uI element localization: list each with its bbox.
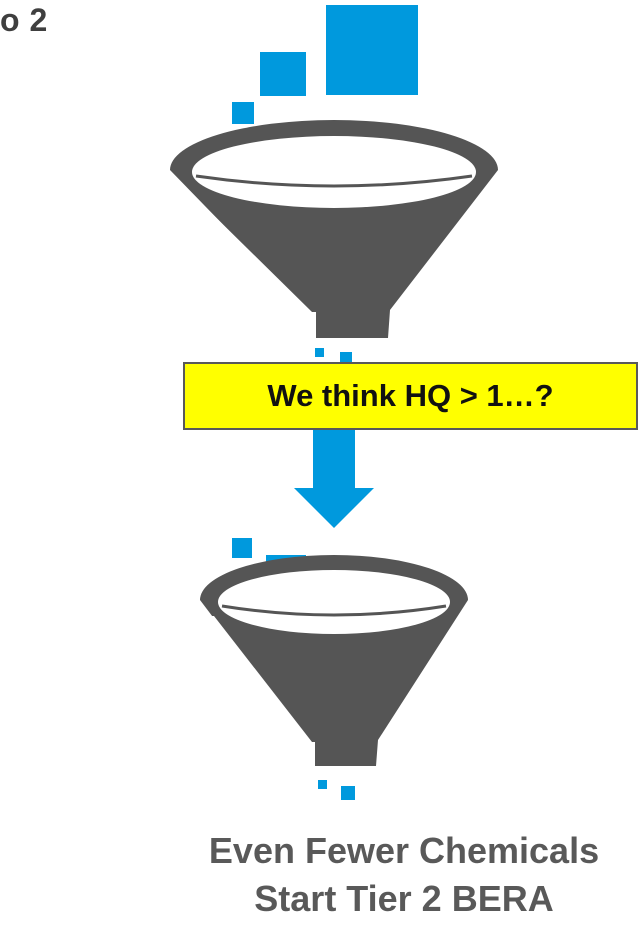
dropping-squares — [318, 780, 355, 800]
dropping-squares — [315, 348, 352, 364]
data-square — [232, 538, 252, 558]
funnel-icon — [170, 120, 498, 338]
section-label: o 2 — [0, 2, 48, 38]
banner-text: We think HQ > 1…? — [267, 378, 554, 413]
data-square — [260, 52, 306, 96]
caption-line-2: Start Tier 2 BERA — [254, 878, 554, 919]
down-arrow-icon — [294, 428, 374, 528]
hq-banner: We think HQ > 1…? — [183, 362, 638, 430]
funnel-icon — [200, 555, 468, 766]
data-square — [232, 102, 254, 124]
caption-line-1: Even Fewer Chemicals — [208, 830, 600, 871]
data-square — [326, 5, 418, 95]
